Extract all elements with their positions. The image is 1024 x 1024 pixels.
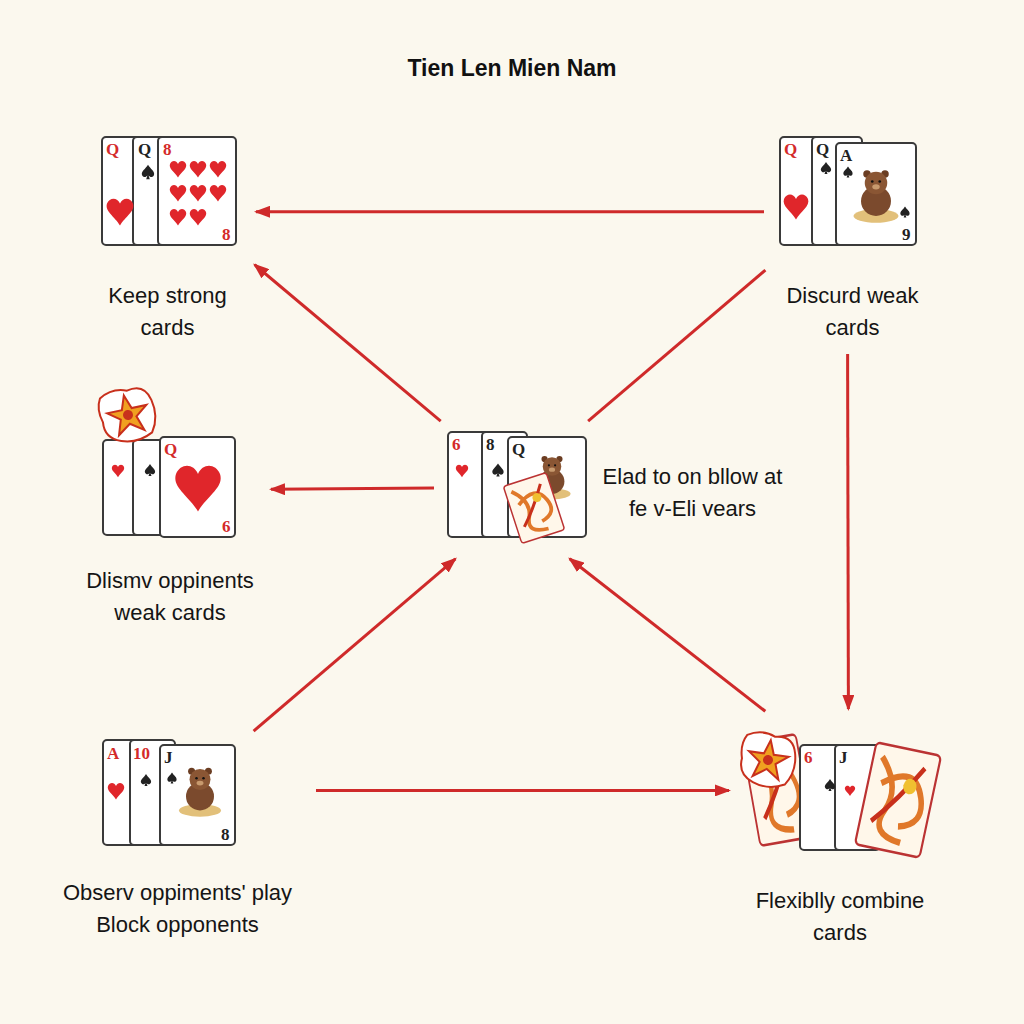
card-rank: Q [164, 441, 177, 458]
node-caption: Flexiblly combine cards [755, 885, 925, 949]
flow-arrow [570, 559, 766, 712]
card-rank: 8 [486, 436, 495, 453]
node-caption: Discurd weak cards [770, 280, 935, 344]
node-caption: Elad to on bllow at fe v-Eli vears [595, 461, 790, 525]
card-cluster [103, 740, 235, 845]
card-rank: J [164, 749, 173, 766]
flow-arrow [846, 354, 850, 709]
card-rank: Q [784, 141, 797, 158]
card-rank: 6 [222, 518, 231, 535]
flow-arrow [254, 559, 456, 731]
card-group: Dlismv oppinents weak cards [75, 375, 265, 633]
card-rank: Q [512, 441, 525, 458]
node-caption: Observ oppiments' play Block opponents [45, 877, 310, 941]
flow-arrow [255, 265, 441, 421]
card-cluster [448, 432, 586, 543]
diagram-title: Tien Len Mien Nam [0, 55, 1024, 82]
flow-arrow [256, 210, 764, 213]
card-rank: 10 [133, 745, 150, 762]
card-rank: A [107, 745, 119, 762]
flow-arrow [316, 789, 729, 792]
flow-arrow [588, 270, 765, 421]
card-rank: 6 [804, 749, 813, 766]
card-rank: 6 [452, 436, 461, 453]
card-cluster [102, 137, 236, 245]
card-rank: Q [138, 141, 151, 158]
card-rank: J [839, 749, 848, 766]
card-rank: Q [816, 141, 829, 158]
node-caption: Keep strong cards [85, 280, 250, 344]
card-cluster [737, 730, 941, 858]
card-cluster [95, 383, 235, 537]
card-rank: 8 [163, 141, 172, 158]
card-rank: A [840, 147, 852, 164]
node-caption: Dlismv oppinents weak cards [75, 565, 265, 629]
card-rank: 9 [902, 226, 911, 243]
card-cluster [780, 137, 916, 245]
card-group: Observ oppiments' play Block opponents [45, 735, 310, 945]
card-rank: Q [106, 141, 119, 158]
flow-arrow [271, 488, 434, 489]
card-rank: 8 [222, 226, 231, 243]
card-rank: 8 [221, 826, 230, 843]
